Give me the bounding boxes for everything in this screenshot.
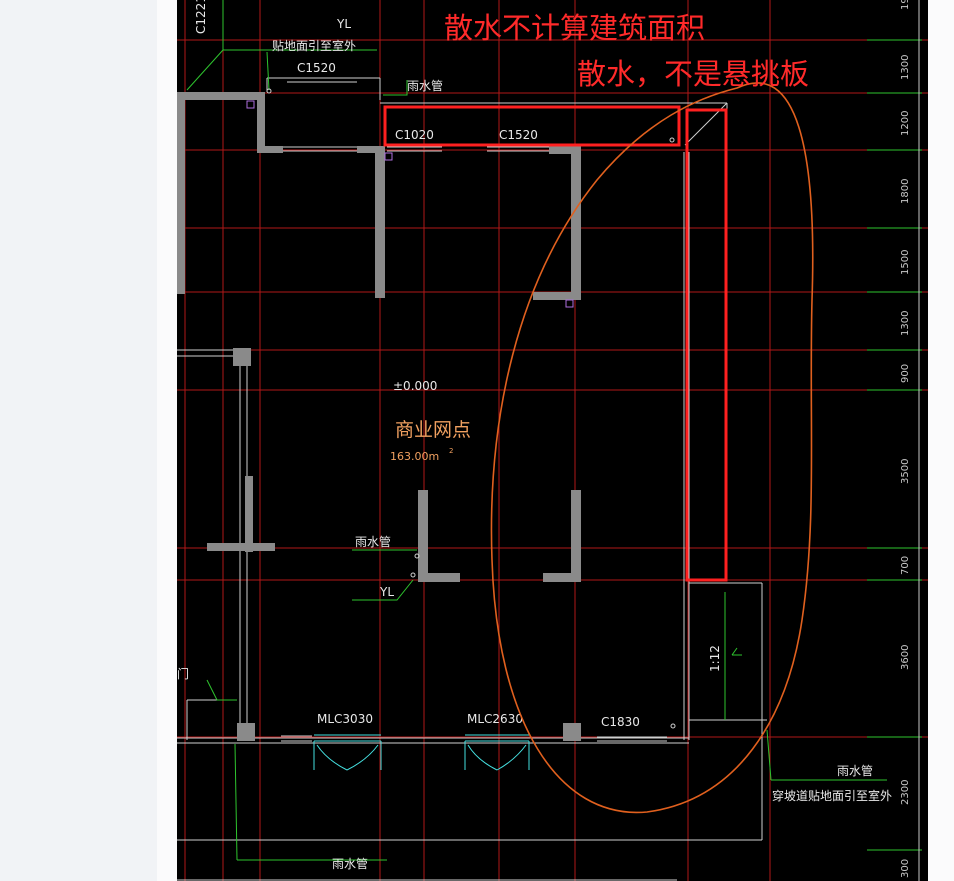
dim-2300: 2300 <box>900 780 911 805</box>
dim-1300b: 1300 <box>900 311 911 336</box>
label-slope: 1:12 <box>708 645 722 672</box>
highlight-box-side <box>685 108 728 582</box>
label-room-area: 163.00m <box>390 450 439 463</box>
axis-grid <box>177 0 928 881</box>
leader-lines <box>186 0 887 861</box>
annotation-line1: 散水不计算建筑面积 <box>444 11 705 45</box>
label-chuanpo: 穿坡道贴地面引至室外 <box>772 788 892 803</box>
scrollbar-track[interactable] <box>928 0 954 881</box>
label-yl-mid: YL <box>379 585 394 599</box>
annotation-line2: 散水，不是悬挑板 <box>577 57 809 91</box>
pipe-markers <box>246 88 676 729</box>
dim-1900: 1900 <box>900 0 911 10</box>
dim-700: 700 <box>900 556 911 575</box>
scatter-ellipse <box>490 82 814 814</box>
left-panel <box>0 0 157 881</box>
dim-900: 900 <box>900 364 911 383</box>
label-elevation: ±0.000 <box>393 379 437 393</box>
label-rainpipe-bottom: 雨水管 <box>332 856 368 871</box>
dim-1500: 1500 <box>900 250 911 275</box>
label-men: 门 <box>177 666 189 681</box>
dim-3500: 3500 <box>900 459 911 484</box>
dim-1800: 1800 <box>900 179 911 204</box>
label-mlc2630: MLC2630 <box>467 712 523 726</box>
dim-1300: 1300 <box>900 55 911 80</box>
highlight-box-top <box>383 105 681 147</box>
floor-plan-svg: 1900 1300 1200 1800 1500 1300 900 3500 7… <box>177 0 928 881</box>
doors <box>313 734 530 771</box>
dim-3600: 3600 <box>900 645 911 670</box>
label-rainpipe-top: 雨水管 <box>407 78 443 93</box>
label-yl-top: YL <box>336 17 351 31</box>
label-room-name: 商业网点 <box>395 419 471 441</box>
label-c1520-top: C1520 <box>297 61 336 75</box>
label-c1221: C1221 <box>194 0 208 34</box>
label-c1830: C1830 <box>601 715 640 729</box>
dimension-texts: 1900 1300 1200 1800 1500 1300 900 3500 7… <box>900 0 911 878</box>
windows <box>281 146 667 742</box>
label-c1520-mid: C1520 <box>499 128 538 142</box>
panel-edge <box>157 0 177 881</box>
label-rainpipe-right: 雨水管 <box>837 763 873 778</box>
cad-drawing-canvas: 1900 1300 1200 1800 1500 1300 900 3500 7… <box>177 0 928 881</box>
dimension-lines <box>867 0 922 881</box>
label-tiedi: 贴地面引至室外 <box>272 38 356 53</box>
label-c1020: C1020 <box>395 128 434 142</box>
dim-300: 300 <box>900 859 911 878</box>
walls <box>177 92 581 741</box>
cad-labels: YL 贴地面引至室外 C1520 雨水管 C1020 C1520 C1221 ±… <box>177 0 892 871</box>
label-area-unit: 2 <box>449 447 453 455</box>
dim-1200: 1200 <box>900 111 911 136</box>
outline-lines <box>177 77 767 881</box>
highlight-boxes <box>383 105 728 582</box>
label-rainpipe-mid: 雨水管 <box>355 534 391 549</box>
label-mlc3030: MLC3030 <box>317 712 373 726</box>
